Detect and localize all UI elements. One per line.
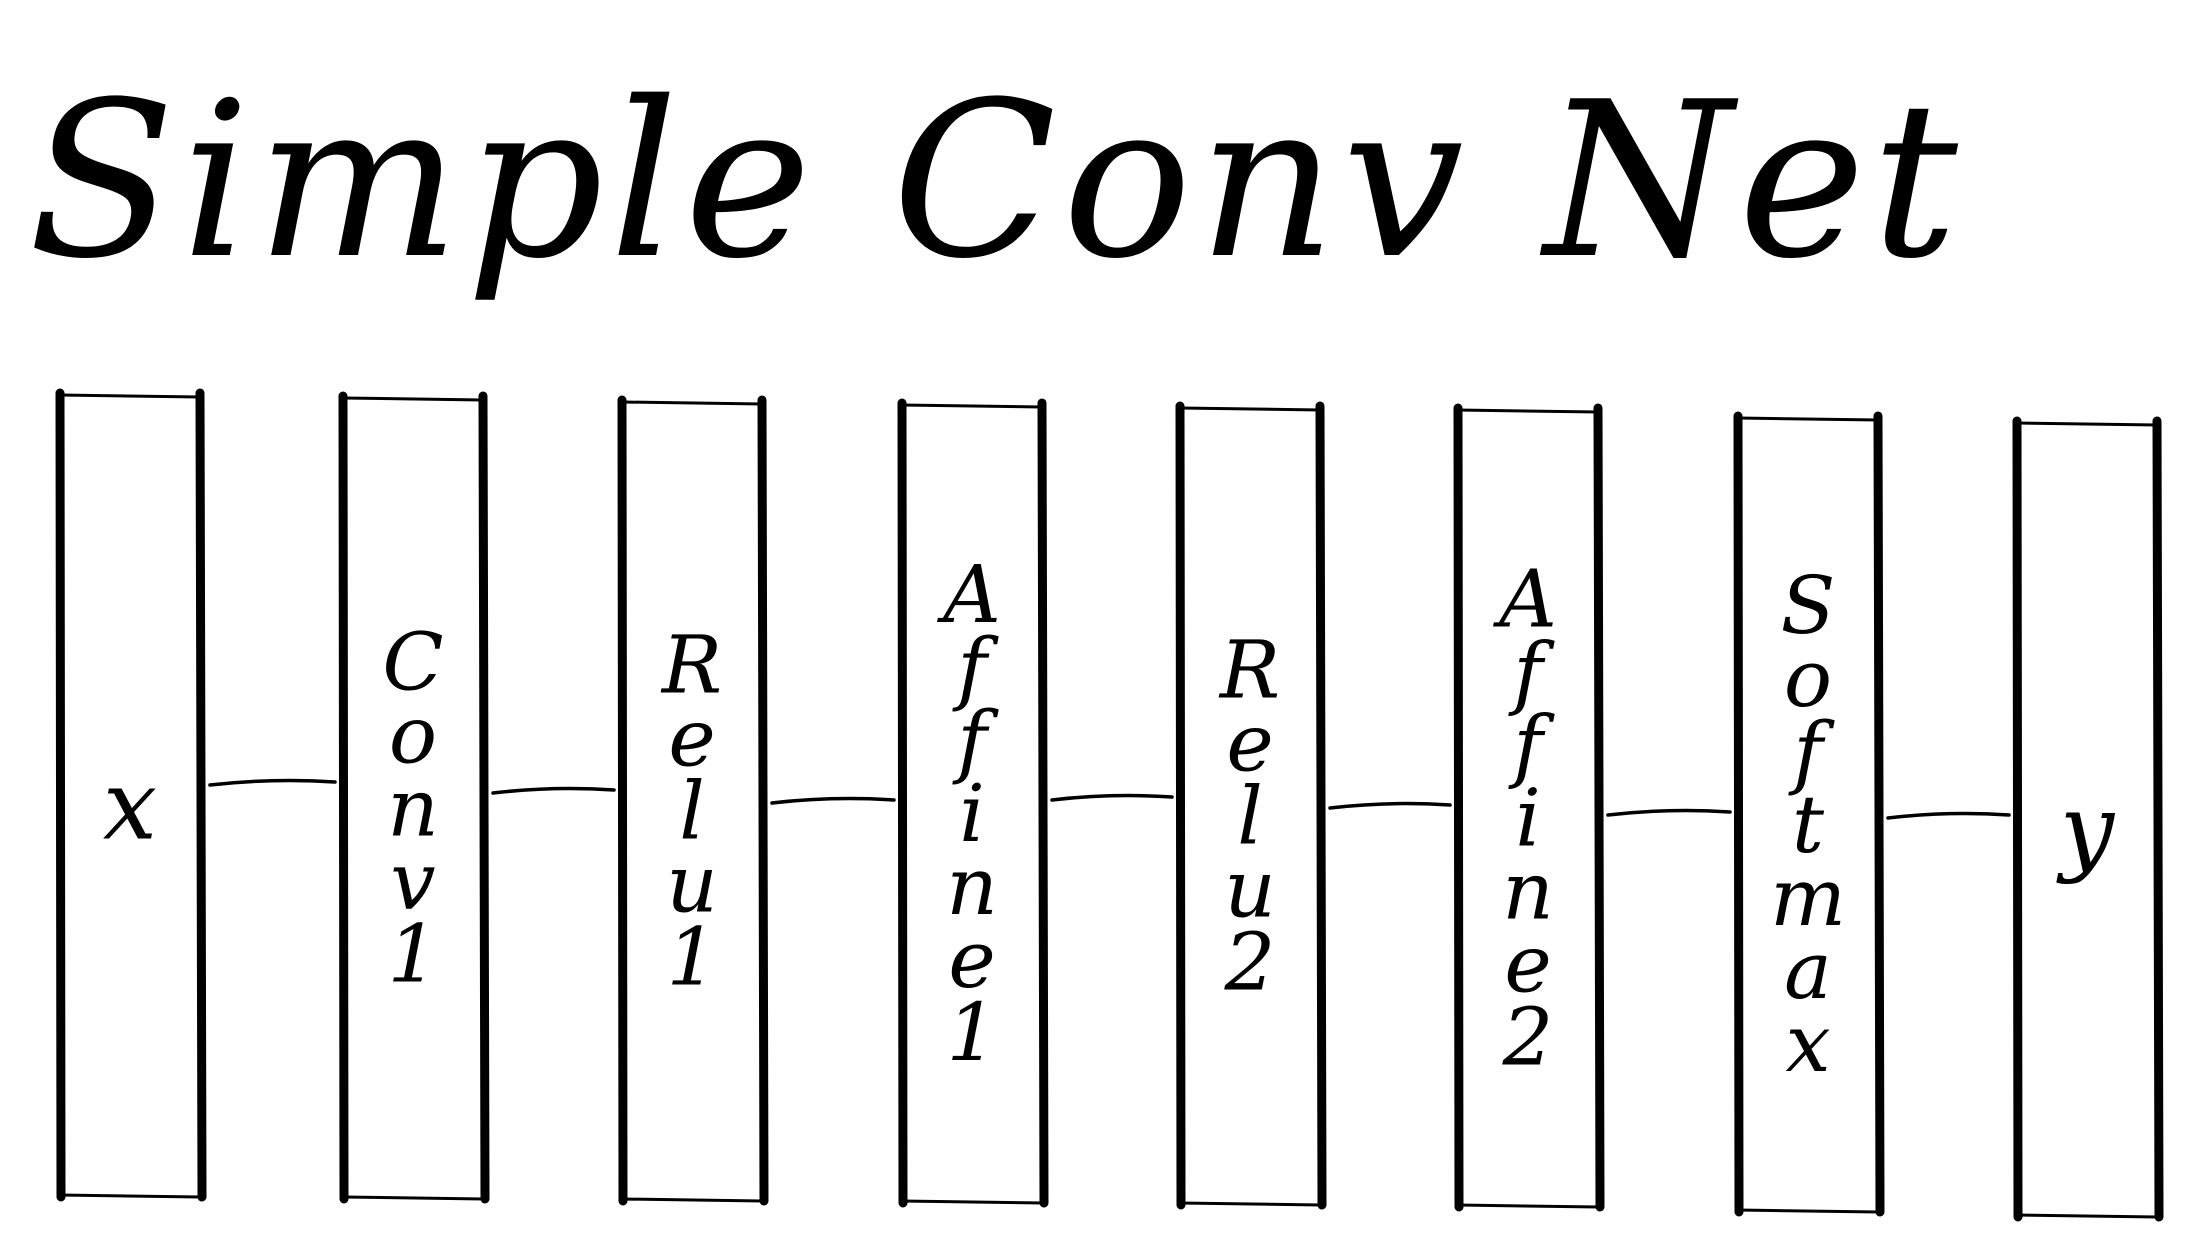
- box-bottom-edge: [1179, 1201, 1321, 1207]
- connector-line: [208, 778, 337, 787]
- box-top-edge: [59, 393, 201, 399]
- box-bottom-edge: [1737, 1208, 1879, 1214]
- layer-label-letter: A: [1492, 553, 1557, 646]
- layer-label-letter: x: [103, 750, 157, 862]
- layer-label-letter: x: [1785, 997, 1830, 1090]
- layer-label-letter: 1: [667, 911, 718, 1004]
- layer-box-x: x: [55, 388, 207, 1202]
- box-right-edge: [1037, 398, 1049, 1208]
- layer-label-letter: e: [1226, 697, 1273, 790]
- layer-label-letter: S: [1781, 559, 1836, 652]
- box-left-edge: [1453, 403, 1464, 1212]
- box-bottom-edge: [59, 1193, 201, 1199]
- box-bottom-edge: [621, 1197, 763, 1203]
- layer-label-letter: 2: [1224, 916, 1276, 1009]
- layer-label-letter: m: [1770, 851, 1846, 944]
- layer-label-letter: o: [389, 689, 437, 782]
- box-left-edge: [55, 388, 66, 1202]
- box-top-edge: [1737, 416, 1879, 422]
- box-left-edge: [617, 395, 628, 1206]
- layer-label-letter: y: [2056, 774, 2116, 886]
- connector-line: [1050, 793, 1174, 802]
- box-top-edge: [1457, 408, 1599, 414]
- box-right-edge: [1315, 401, 1327, 1210]
- layer-label-letter: v: [390, 835, 435, 928]
- layer-label-letter: e: [1504, 918, 1551, 1011]
- layer-label-letter: t: [1792, 778, 1825, 871]
- connector-line: [1886, 811, 2011, 820]
- layer-label-letter: l: [679, 765, 705, 858]
- box-left-edge: [897, 398, 908, 1208]
- box-right-edge: [195, 388, 207, 1202]
- box-bottom-edge: [342, 1195, 484, 1201]
- layer-label-letter: i: [959, 767, 985, 860]
- box-left-edge: [1175, 401, 1186, 1210]
- box-left-edge: [1733, 411, 1744, 1217]
- layer-label-letter: R: [660, 619, 722, 712]
- layer-box-y: y: [2012, 416, 2164, 1222]
- box-top-edge: [621, 400, 763, 406]
- layer-label-letter: u: [1224, 843, 1276, 936]
- box-top-edge: [342, 396, 484, 402]
- box-bottom-edge: [2016, 1213, 2158, 1219]
- box-right-edge: [478, 391, 490, 1204]
- layer-label-letter: i: [1515, 772, 1541, 865]
- layer-label-letter: n: [1502, 845, 1554, 938]
- diagram-title: Simple Conv Net: [28, 55, 1964, 306]
- layer-label-letter: R: [1218, 624, 1280, 717]
- box-right-edge: [2152, 416, 2164, 1222]
- layer-label-letter: l: [1237, 770, 1263, 863]
- box-left-edge: [338, 391, 349, 1204]
- layer-label-letter: 1: [947, 986, 998, 1079]
- connector-line: [770, 796, 896, 805]
- connectors-group: [208, 778, 2011, 820]
- connector-line: [491, 786, 616, 795]
- layer-label-letter: 1: [388, 908, 439, 1001]
- box-bottom-edge: [901, 1199, 1043, 1205]
- layer-label-letter: a: [1784, 924, 1832, 1017]
- layer-label-letter: u: [666, 838, 718, 931]
- box-top-edge: [1179, 406, 1321, 412]
- box-right-edge: [1593, 403, 1605, 1212]
- connector-line: [1606, 808, 1732, 817]
- layer-label-letter: o: [1784, 632, 1832, 725]
- layer-label-letter: 2: [1502, 991, 1554, 1084]
- box-left-edge: [2012, 416, 2023, 1222]
- box-right-edge: [1873, 411, 1885, 1217]
- layer-label-letter: C: [382, 616, 443, 709]
- box-top-edge: [2016, 421, 2158, 427]
- layer-label-letter: e: [668, 692, 715, 785]
- connector-line: [1328, 801, 1452, 810]
- box-top-edge: [901, 403, 1043, 409]
- layer-label-letter: A: [936, 548, 1001, 641]
- layer-label-letter: e: [948, 913, 995, 1006]
- layer-label-letter: n: [946, 840, 998, 933]
- layer-label-letter: n: [387, 762, 439, 855]
- box-bottom-edge: [1457, 1203, 1599, 1209]
- box-right-edge: [757, 395, 769, 1206]
